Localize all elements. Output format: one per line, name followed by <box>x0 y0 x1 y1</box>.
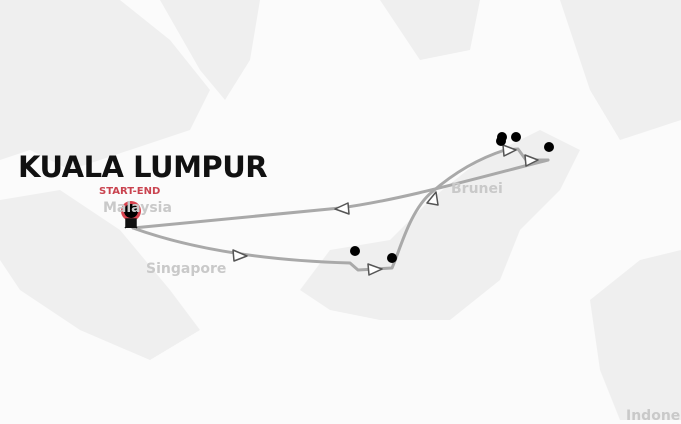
train-icon <box>124 218 138 229</box>
country-label-brunei: Brunei <box>451 181 503 197</box>
country-label-indonesia: Indone <box>626 408 681 424</box>
direction-arrow <box>232 249 248 262</box>
city-label-kuala-lumpur: KUALA LUMPUR <box>18 150 268 184</box>
stop-marker[interactable] <box>544 142 554 152</box>
start-end-marker[interactable] <box>121 201 141 229</box>
direction-arrow <box>426 191 439 206</box>
country-label-singapore: Singapore <box>146 261 227 277</box>
stop-marker[interactable] <box>387 253 397 263</box>
stop-marker[interactable] <box>511 132 521 142</box>
direction-arrow <box>502 144 517 157</box>
stop-marker[interactable] <box>496 136 506 146</box>
direction-arrow <box>367 263 383 276</box>
direction-arrow <box>334 202 350 215</box>
stop-marker[interactable] <box>350 246 360 256</box>
direction-arrow <box>524 154 539 167</box>
country-label-malaysia: Malaysia <box>103 200 172 216</box>
start-end-label: START-END <box>99 186 161 197</box>
route-segment-outbound <box>131 147 550 272</box>
